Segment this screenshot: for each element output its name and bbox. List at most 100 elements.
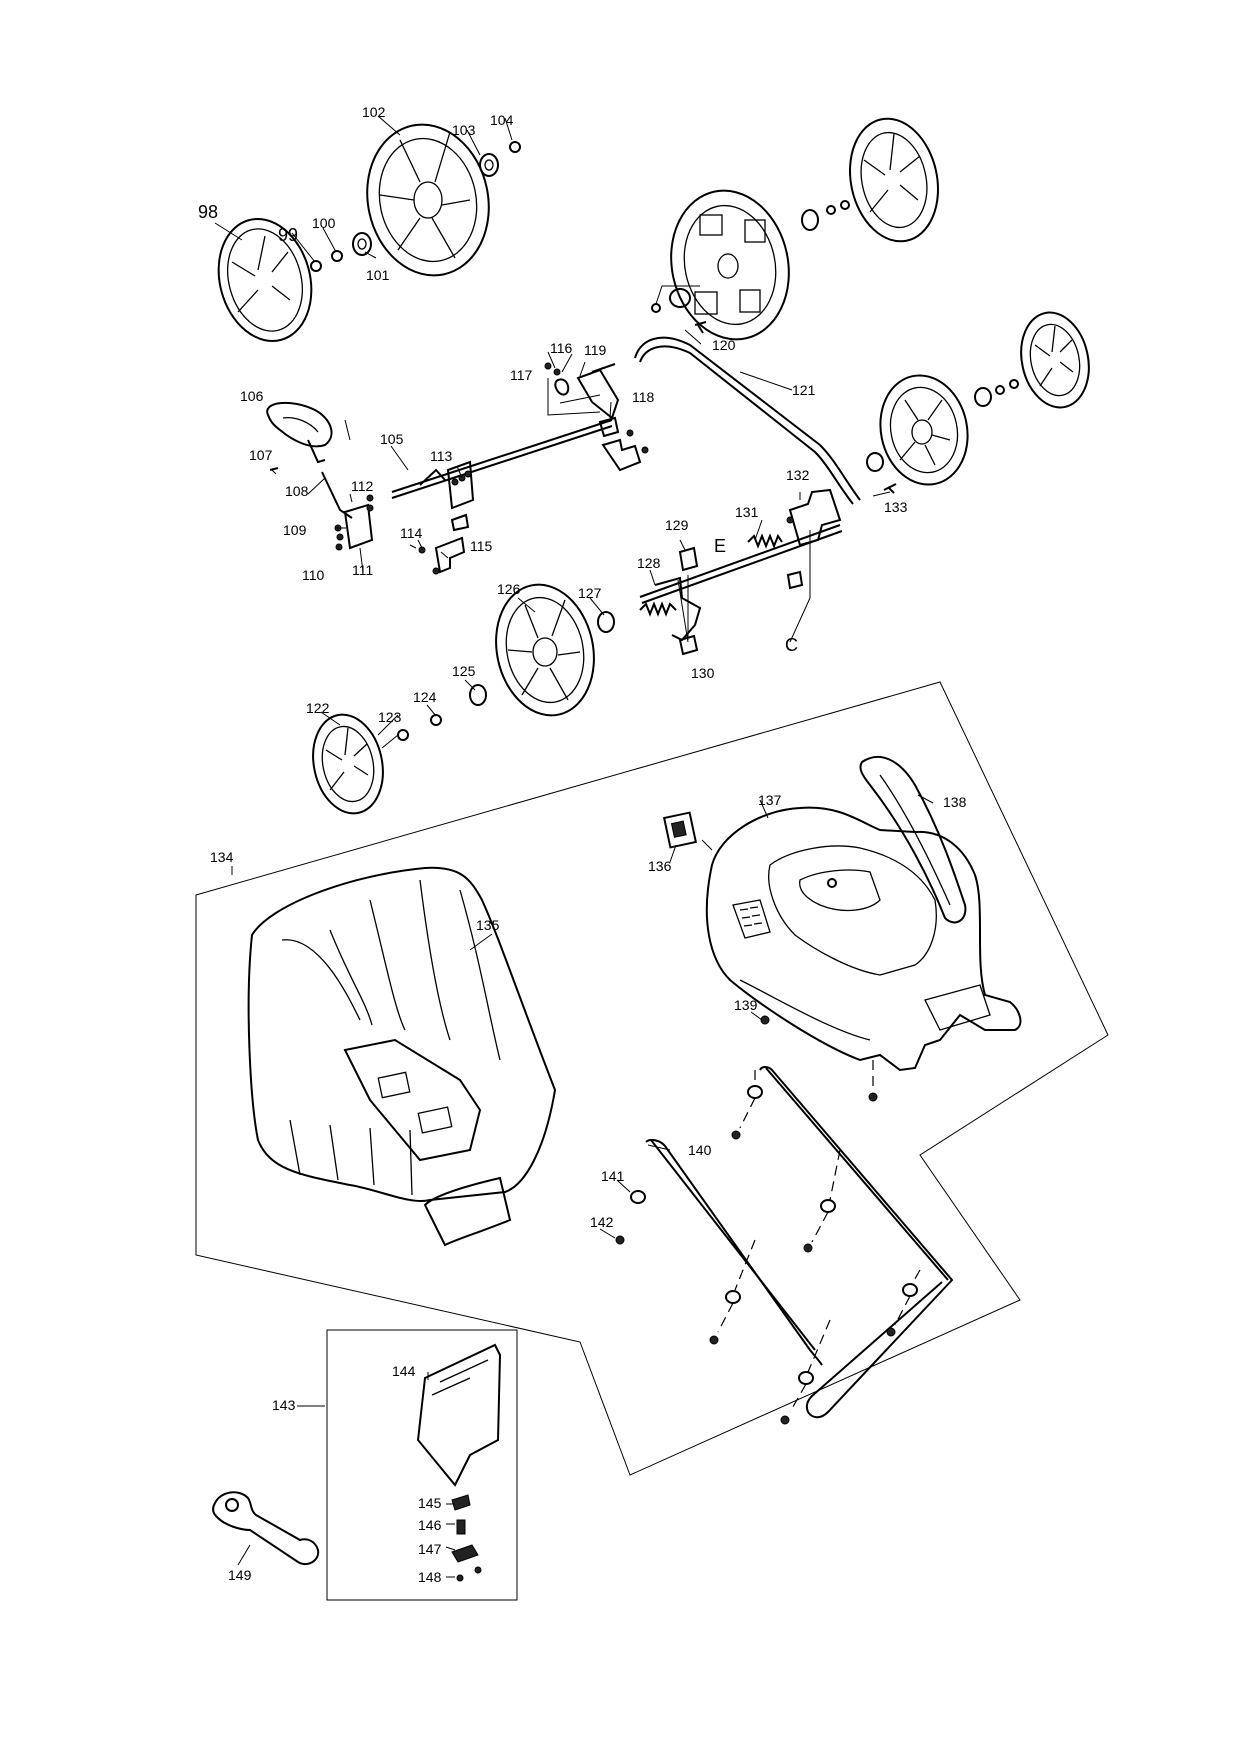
bracket-117 (554, 378, 570, 396)
bracket-111 (343, 503, 374, 550)
bearing-lower-right (866, 452, 884, 472)
label-110: 110 (302, 567, 325, 583)
label-125: 125 (452, 663, 476, 679)
bearing-125 (469, 684, 487, 706)
clip-147 (451, 1544, 479, 1563)
label-142: 142 (590, 1214, 614, 1230)
nut-99 (310, 260, 322, 272)
label-118: 118 (632, 389, 655, 405)
label-130: 130 (691, 665, 715, 681)
label-E: E (714, 536, 726, 556)
label-C: C (785, 635, 798, 655)
switch-136 (662, 811, 698, 849)
label-106: 106 (240, 388, 264, 404)
screw-142 (615, 1235, 625, 1245)
cover-137 (705, 806, 1022, 1072)
axle-105 (391, 419, 613, 499)
label-111: 111 (352, 562, 373, 578)
label-100: 100 (312, 215, 336, 231)
bolt-120 (694, 321, 707, 334)
hubcap-upper-right (849, 117, 939, 243)
label-98: 98 (198, 202, 218, 222)
label-147: 147 (418, 1541, 442, 1557)
handle-bar-140 (645, 1066, 954, 1419)
clip-129 (678, 546, 699, 572)
washer-124 (430, 714, 442, 726)
clip-130 (678, 634, 699, 656)
screw-139 (760, 1015, 770, 1025)
label-102: 102 (362, 104, 386, 120)
bearing-near-120 (669, 288, 691, 308)
label-116: 116 (550, 340, 573, 356)
label-109: 109 (283, 522, 307, 538)
label-120: 120 (712, 337, 736, 353)
label-121: 121 (792, 382, 816, 398)
label-139: 139 (734, 997, 758, 1013)
label-146: 146 (418, 1517, 442, 1533)
bearing-127 (597, 611, 615, 633)
label-126: 126 (497, 581, 521, 597)
label-144: 144 (392, 1363, 416, 1379)
label-123: 123 (378, 709, 402, 725)
accessories-box-143 (326, 1329, 518, 1601)
bracket-113 (446, 460, 475, 532)
wheel-126 (495, 583, 595, 717)
flap-144 (416, 1343, 502, 1487)
label-105: 105 (380, 431, 404, 447)
bracket-118 (598, 416, 649, 472)
label-127: 127 (578, 585, 602, 601)
clip-115 (434, 536, 466, 574)
label-104: 104 (490, 112, 514, 128)
handle-138 (859, 756, 967, 924)
arm-119 (576, 363, 620, 420)
bearing-101 (352, 232, 372, 256)
label-143: 143 (272, 1397, 296, 1413)
label-137: 137 (758, 792, 782, 808)
spring-128 (639, 601, 677, 617)
label-119: 119 (584, 342, 607, 358)
label-138: 138 (943, 794, 967, 810)
label-112: 112 (351, 478, 374, 494)
label-107: 107 (249, 447, 273, 463)
label-136: 136 (648, 858, 672, 874)
spring-131 (747, 533, 783, 549)
label-124: 124 (413, 689, 437, 705)
lever-108 (321, 471, 353, 519)
label-134: 134 (210, 849, 234, 865)
label-99: 99 (278, 225, 298, 245)
hubcap-122 (312, 713, 384, 815)
label-117: 117 (510, 367, 533, 383)
wrench-149 (212, 1491, 320, 1566)
clip-145 (451, 1494, 471, 1511)
nut-123 (397, 729, 409, 741)
label-145: 145 (418, 1495, 442, 1511)
washer-100 (331, 250, 343, 262)
screws-116 (544, 362, 561, 376)
label-129: 129 (665, 517, 689, 533)
wheel-upper-right (670, 189, 790, 341)
rod-121 (634, 336, 861, 505)
label-141: 141 (601, 1168, 625, 1184)
label-132: 132 (786, 467, 810, 483)
nut-104 (509, 141, 521, 153)
bearing-103 (479, 153, 499, 177)
washer-141 (630, 1190, 646, 1204)
pin-133 (883, 483, 897, 494)
label-103: 103 (452, 122, 476, 138)
label-114: 114 (400, 525, 423, 541)
wheel-102 (366, 123, 490, 277)
label-128: 128 (637, 555, 661, 571)
label-140: 140 (688, 1142, 712, 1158)
hubcap-lower-right (1020, 311, 1090, 409)
label-148: 148 (418, 1569, 442, 1585)
label-122: 122 (306, 700, 330, 716)
hubcap-98 (217, 217, 313, 343)
screw-148 (456, 1566, 482, 1582)
label-149: 149 (228, 1567, 252, 1583)
bracket-132 (786, 488, 842, 547)
wheel-lower-right (879, 374, 969, 486)
label-101: 101 (366, 267, 390, 283)
spring-146 (456, 1519, 466, 1535)
grass-bag-135 (247, 866, 557, 1247)
screw-107 (269, 467, 279, 471)
